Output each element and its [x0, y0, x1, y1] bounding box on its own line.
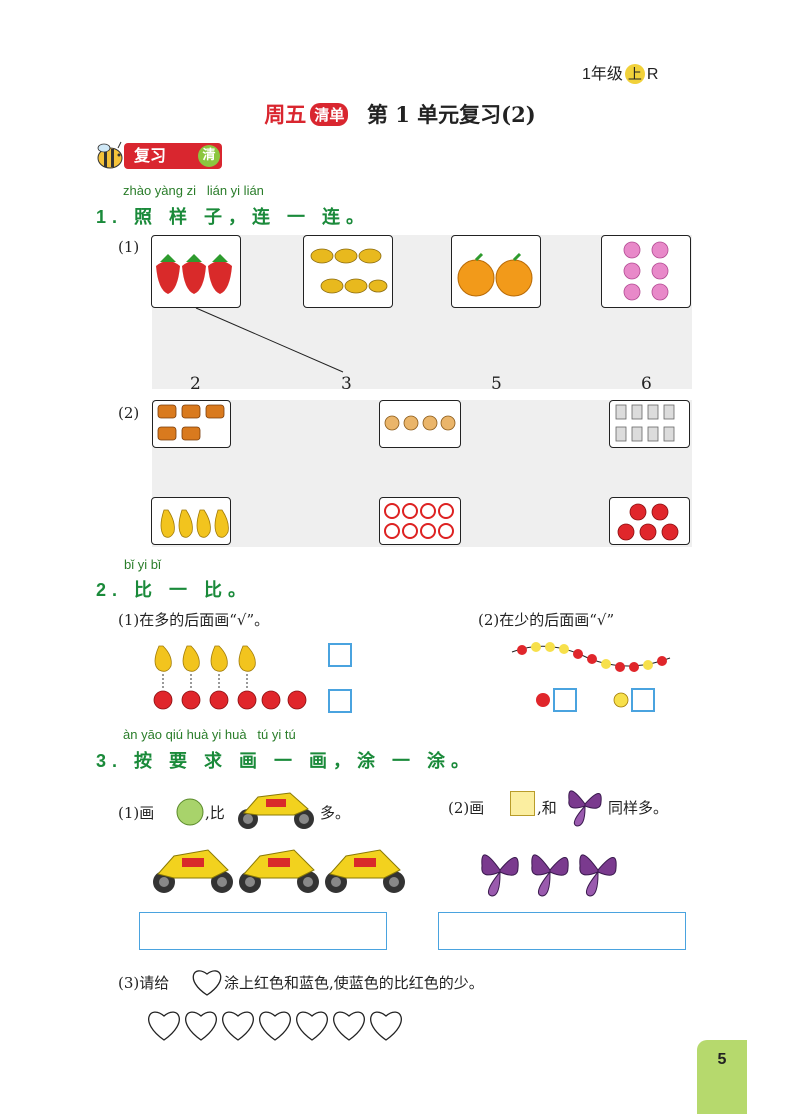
- grade-badge: 上: [624, 64, 645, 84]
- apple-icon: [617, 503, 679, 541]
- lightbulb-icon: [615, 404, 675, 442]
- q1-number-2: 2: [190, 374, 201, 394]
- heart-row: [148, 1011, 402, 1041]
- puppy-icon: [384, 415, 456, 431]
- q1-number-5: 5: [491, 374, 502, 394]
- title-badge: 清单: [310, 103, 349, 126]
- q3-part2-text-a: (2)画: [448, 799, 485, 817]
- q2-part1-check-pear[interactable]: [328, 643, 352, 667]
- apple-row: [153, 690, 307, 710]
- pear-icon: [160, 509, 229, 538]
- section-tag: 复习 清: [92, 140, 224, 170]
- bead-string: [511, 642, 671, 672]
- section-tag-badge: 清: [198, 145, 220, 167]
- motorcycle-2: [239, 849, 319, 893]
- heart-3: [222, 1011, 254, 1041]
- q3-part1-text-b: ,比: [205, 804, 225, 822]
- q3-pinyin: àn yāo qiú huà yi huà tú yi tú: [123, 727, 296, 742]
- butterfly-1: [481, 854, 519, 897]
- bird-icon: [310, 248, 388, 294]
- red-bead-icon: [536, 693, 550, 707]
- section-tag-label: 复习: [134, 146, 167, 165]
- q2-part2-check-red[interactable]: [553, 688, 577, 712]
- bird-frame: [303, 235, 393, 308]
- motorcycle-icon: [238, 792, 314, 829]
- heart-6: [333, 1011, 365, 1041]
- q3-part1-answer-box[interactable]: [139, 912, 387, 950]
- q1-part2-label: (2): [118, 404, 140, 422]
- heart-2: [185, 1011, 217, 1041]
- q3-part1-text-a: (1)画: [118, 804, 155, 822]
- apple-frame: [609, 497, 690, 545]
- butterfly-icon: [568, 790, 602, 827]
- strawberry-frame: [151, 235, 241, 308]
- q2-part1-text: (1)在多的后面画“√”。: [118, 611, 270, 629]
- motorcycle-1: [153, 849, 233, 893]
- ball-frame: [379, 497, 461, 545]
- butterfly-2: [531, 854, 569, 897]
- title-unit: 第 1 单元复习(2): [366, 102, 536, 127]
- q1-number-6: 6: [641, 374, 652, 394]
- q3-part1-text-c: 多。: [320, 804, 351, 822]
- heart-5: [296, 1011, 328, 1041]
- green-circle-icon: [176, 798, 204, 826]
- yellow-bead-icon: [613, 692, 629, 708]
- q1-pinyin: zhào yàng zi lián yi lián: [123, 183, 264, 198]
- grade-prefix: 1年级: [582, 66, 623, 83]
- q2-pinyin: bǐ yi bǐ: [124, 557, 161, 572]
- lightbulb-frame: [609, 400, 690, 448]
- motorcycle-3: [325, 849, 405, 893]
- q3-part2-answer-box[interactable]: [438, 912, 686, 950]
- peach-frame: [601, 235, 691, 308]
- pear-apple-comparison: [153, 645, 307, 710]
- title-day: 周五: [264, 102, 307, 127]
- page-number: 5: [697, 1040, 747, 1114]
- q1-number-3: 3: [341, 374, 352, 394]
- q3-part2-text-c: 同样多。: [608, 799, 669, 817]
- cake-frame: [152, 400, 231, 448]
- heart-7: [370, 1011, 402, 1041]
- butterfly-row: [481, 854, 617, 897]
- q1-part1-example-line: [195, 307, 344, 373]
- orange-frame: [451, 235, 541, 308]
- q1-title: 1. 照 样 子，连 一 连。: [96, 207, 371, 227]
- ball-icon: [384, 503, 454, 539]
- q3-part2-text-b: ,和: [537, 799, 557, 817]
- strawberry-icon: [156, 254, 232, 294]
- butterfly-3: [579, 854, 617, 897]
- q2-title: 2. 比 一 比。: [96, 580, 253, 600]
- peach-icon: [623, 241, 669, 301]
- pairing-dots: [162, 674, 248, 690]
- q3-part3-text-b: 涂上红色和蓝色,使蓝色的比红色的少。: [224, 974, 484, 992]
- motorcycle-row: [153, 849, 405, 893]
- pear-frame: [151, 497, 231, 545]
- puppy-frame: [379, 400, 461, 448]
- bee-icon: [97, 141, 123, 169]
- q2-part2-text: (2)在少的后面画“√”: [478, 611, 615, 629]
- cake-icon: [157, 404, 225, 441]
- q1-part1-label: (1): [118, 238, 140, 256]
- grade-suffix: R: [646, 66, 659, 83]
- heart-icon: [192, 970, 222, 996]
- section-tag-bar: 复习 清: [124, 143, 222, 169]
- q2-part1-check-apple[interactable]: [328, 689, 352, 713]
- orange-icon: [457, 252, 533, 297]
- q3-title: 3. 按 要 求 画 一 画，涂 一 涂。: [96, 751, 476, 771]
- heart-1: [148, 1011, 180, 1041]
- page-title: 周五清单 第 1 单元复习(2): [0, 99, 800, 129]
- pear-row: [154, 645, 256, 672]
- q2-part2-check-yellow[interactable]: [631, 688, 655, 712]
- heart-4: [259, 1011, 291, 1041]
- yellow-square-icon: [510, 791, 535, 816]
- q3-part3-text-a: (3)请给: [118, 974, 170, 992]
